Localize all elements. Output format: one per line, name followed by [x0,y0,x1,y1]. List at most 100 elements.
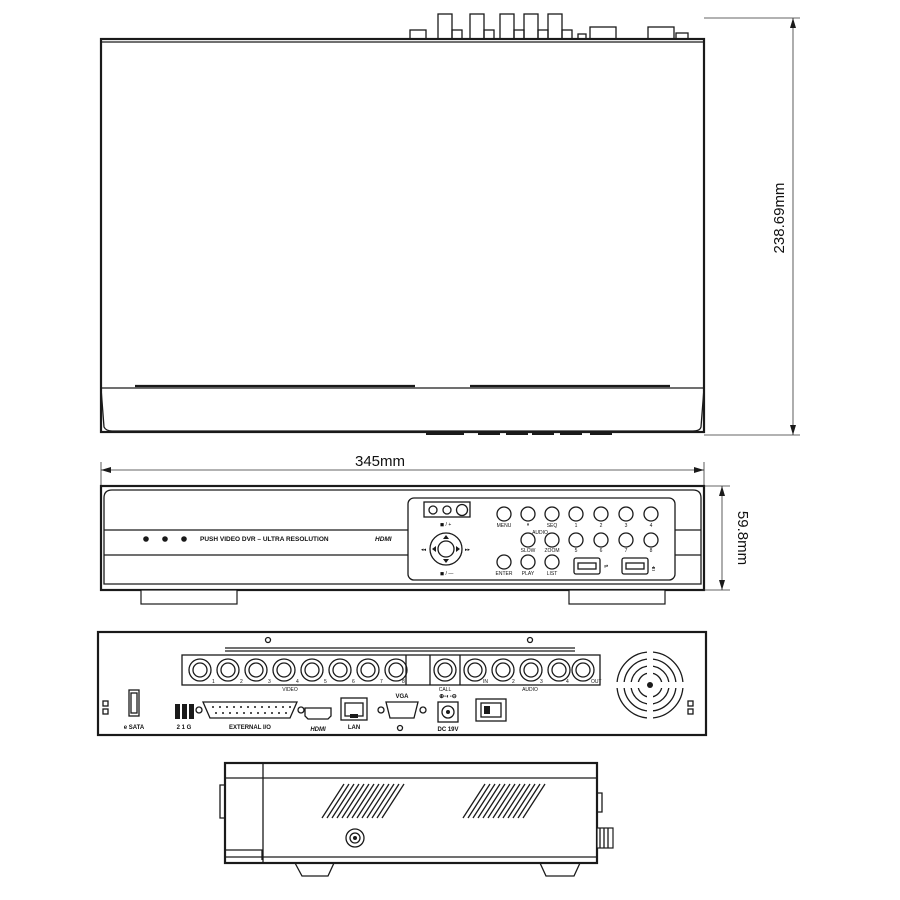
video-in-6-label: 6 [352,679,355,685]
usb-port-front-2[interactable] [621,557,649,575]
record-button[interactable] [520,506,536,522]
list-button-label: LIST [547,571,558,577]
list-button[interactable] [544,554,560,570]
channel-1-label: 1 [575,523,578,529]
audio-out[interactable] [571,658,595,682]
dc-polarity-icon: ⊕-◐-⊖ [439,694,457,700]
rear-view: 1 2 3 4 5 6 7 8 VIDEO CALL IN 2 [96,630,708,737]
front-brand-text: PUSH VIDEO DVR – ULTRA RESOLUTION [200,536,329,543]
channel-4-button[interactable] [643,506,659,522]
zoom-button[interactable] [544,532,560,548]
front-panel-body [99,484,706,592]
seq-button[interactable] [544,506,560,522]
navigation-pad[interactable] [429,532,463,566]
side-screw [345,828,365,848]
side-vent-right [462,783,546,819]
channel-7-button[interactable] [618,532,634,548]
video-in-5-label: 5 [324,679,327,685]
fast-forward-icon: ▸▸ [465,547,471,553]
video-in-2-label: 2 [240,679,243,685]
channel-buttons: 1 2 3 4 5 6 7 8 [568,506,659,554]
depth-dimension-label: 238.69mm [771,183,788,254]
status-led-1 [143,536,149,542]
function-buttons: MENU ⏸ SEQ AUDIO SLOW ZOOM ENTER PLAY LI… [496,506,560,577]
status-led-3 [181,536,187,542]
rear-panel-body [96,630,708,737]
power-switch[interactable] [475,698,507,722]
video-in-3[interactable] [244,658,268,682]
audio-in-1[interactable] [463,658,487,682]
channel-8-label: 8 [650,548,653,554]
audio-label: AUDIO [522,687,538,693]
video-in-1-label: 1 [212,679,215,685]
front-hdmi-logo: HDMI [375,536,392,543]
play-button[interactable] [520,554,536,570]
lan-label: LAN [348,725,360,731]
audio-in-3[interactable] [519,658,543,682]
front-view: PUSH VIDEO DVR – ULTRA RESOLUTION HDMI ◼… [99,484,751,605]
video-in-6[interactable] [328,658,352,682]
channel-4-label: 4 [650,523,653,529]
channel-3-label: 3 [625,523,628,529]
external-io-port[interactable] [202,701,298,719]
menu-button-label: MENU [497,523,512,529]
vga-port[interactable] [385,701,419,719]
status-led-2 [162,536,168,542]
audio-in-2[interactable] [491,658,515,682]
channel-8-button[interactable] [643,532,659,548]
audio-out-label: OUT [591,679,602,685]
usb-icon: ⇌ [604,564,608,570]
video-in-8[interactable] [384,658,408,682]
top-view-front-protrusions [426,431,612,435]
esata-port[interactable] [128,689,140,717]
nav-bottom-label: ◼ / — [440,571,453,577]
side-vent-left [321,783,405,819]
enter-button[interactable] [496,554,512,570]
usb-port-front-1[interactable] [573,557,601,575]
side-foot-right [539,862,581,877]
dc-label: DC 19V [437,727,458,733]
video-in-7[interactable] [356,658,380,682]
power-icon [428,505,438,515]
channel-1-button[interactable] [568,506,584,522]
video-in-4[interactable] [272,658,296,682]
channel-6-label: 6 [600,548,603,554]
audio-in-3-label: 3 [540,679,543,685]
video-in-8-label: 8 [402,679,405,685]
depth-dimension: 238.69mm [704,17,800,436]
vga-label: VGA [395,694,409,700]
hdmi-label: HDMI [310,727,326,733]
video-in-1[interactable] [188,658,212,682]
channel-3-button[interactable] [618,506,634,522]
channel-6-button[interactable] [593,532,609,548]
fan-grille [614,649,686,721]
audio-in-label: IN [483,679,488,685]
video-in-5[interactable] [300,658,324,682]
hdmi-port[interactable] [304,707,332,720]
hdd-icon [442,505,452,515]
video-in-4-label: 4 [296,679,299,685]
channel-5-label: 5 [575,548,578,554]
video-in-7-label: 7 [380,679,383,685]
video-inputs: 1 2 3 4 5 6 7 8 VIDEO [188,658,408,693]
menu-button[interactable] [496,506,512,522]
side-view [219,761,614,877]
nav-top-label: ◼ / + [440,522,451,528]
zoom-button-label: ZOOM [545,548,560,554]
dip-terminal[interactable] [175,704,194,719]
slow-button[interactable] [520,532,536,548]
enter-button-label: ENTER [496,571,513,577]
dc-power-jack[interactable] [437,701,459,723]
side-foot-left [294,862,335,877]
call-output[interactable] [433,658,457,682]
screw-right [687,700,694,707]
audio-in-4[interactable] [547,658,571,682]
video-in-3-label: 3 [268,679,271,685]
esata-label: e SATA [124,725,145,731]
top-view: 238.69mm [99,13,800,436]
lan-port[interactable] [340,697,368,721]
slow-button-label: SLOW [521,548,536,554]
channel-2-button[interactable] [593,506,609,522]
video-in-2[interactable] [216,658,240,682]
channel-5-button[interactable] [568,532,584,548]
